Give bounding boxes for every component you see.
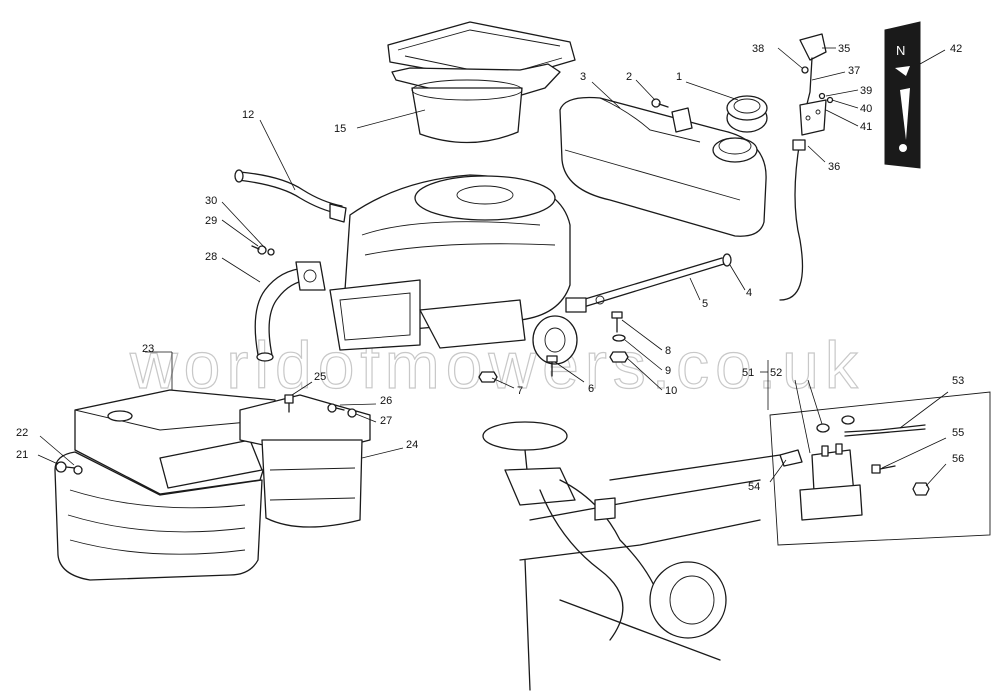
callout-labels: 1 2 3 4 5 6 7 8 9 10 12 15 21 22 23 24 2… <box>16 43 964 493</box>
tractor-wiring-view <box>482 421 781 691</box>
callout-25: 25 <box>314 371 326 383</box>
callout-40: 40 <box>860 103 872 115</box>
callout-28: 28 <box>205 251 217 263</box>
callout-38: 38 <box>752 43 764 55</box>
callout-54: 54 <box>748 481 760 493</box>
air-filter-housing <box>387 21 576 144</box>
nut-56 <box>912 482 930 496</box>
bolt-21 <box>55 461 76 473</box>
bolt-55 <box>871 464 896 474</box>
throttle-lever <box>779 33 834 301</box>
nut-52 <box>816 423 830 433</box>
throttle-symbol-label: N <box>896 43 905 58</box>
callout-36: 36 <box>828 161 840 173</box>
callout-42: 42 <box>950 43 962 55</box>
callout-22: 22 <box>16 427 28 439</box>
washer-27 <box>347 408 357 418</box>
callout-53: 53 <box>952 375 964 387</box>
bolt-26 <box>327 403 345 413</box>
leader-lines <box>37 47 949 487</box>
callout-12: 12 <box>242 109 254 121</box>
callout-29: 29 <box>205 215 217 227</box>
callout-35: 35 <box>838 43 850 55</box>
callout-51: 51 <box>742 367 754 379</box>
fuel-line <box>565 257 725 313</box>
callout-3: 3 <box>580 71 586 83</box>
exhaust-bend <box>254 261 326 362</box>
fuel-tank <box>559 96 767 237</box>
nut-7 <box>478 371 498 383</box>
callout-5: 5 <box>702 298 708 310</box>
callout-26: 26 <box>380 395 392 407</box>
callout-9: 9 <box>665 365 671 377</box>
callout-1: 1 <box>676 71 682 83</box>
washer-30 <box>267 248 275 256</box>
callout-6: 6 <box>588 383 594 395</box>
relay-cover-54 <box>779 449 803 467</box>
callout-15: 15 <box>334 123 346 135</box>
washer-22 <box>73 465 83 475</box>
callout-39: 39 <box>860 85 872 97</box>
front-hood <box>74 389 277 495</box>
fuel-cap <box>726 95 768 133</box>
bolt-29 <box>251 245 267 255</box>
nut-52b <box>841 415 855 425</box>
callout-8: 8 <box>665 345 671 357</box>
callout-37: 37 <box>848 65 860 77</box>
callout-52: 52 <box>770 367 782 379</box>
callout-24: 24 <box>406 439 418 451</box>
callout-56: 56 <box>952 453 964 465</box>
washer-9 <box>612 334 626 342</box>
cable-53 <box>844 424 926 437</box>
relay <box>799 443 863 521</box>
exhaust-pipe <box>234 169 347 223</box>
bolt-2 <box>651 98 669 108</box>
callout-23: 23 <box>142 343 154 355</box>
throttle-plate: N <box>884 21 921 169</box>
dash-bracket <box>239 394 371 528</box>
callout-4: 4 <box>746 287 752 299</box>
nut-10 <box>609 351 629 363</box>
callout-41: 41 <box>860 121 872 133</box>
bolt-8 <box>611 311 623 333</box>
callout-27: 27 <box>380 415 392 427</box>
engine <box>329 174 578 365</box>
callout-30: 30 <box>205 195 217 207</box>
callout-21: 21 <box>16 449 28 461</box>
bolt-6 <box>546 355 558 377</box>
relay-inset-frame <box>769 391 991 546</box>
callout-55: 55 <box>952 427 964 439</box>
callout-7: 7 <box>517 385 523 397</box>
bolt-25 <box>284 394 294 413</box>
hose-clip-4 <box>722 253 732 267</box>
callout-10: 10 <box>665 385 677 397</box>
front-grille <box>54 451 263 581</box>
callout-2: 2 <box>626 71 632 83</box>
